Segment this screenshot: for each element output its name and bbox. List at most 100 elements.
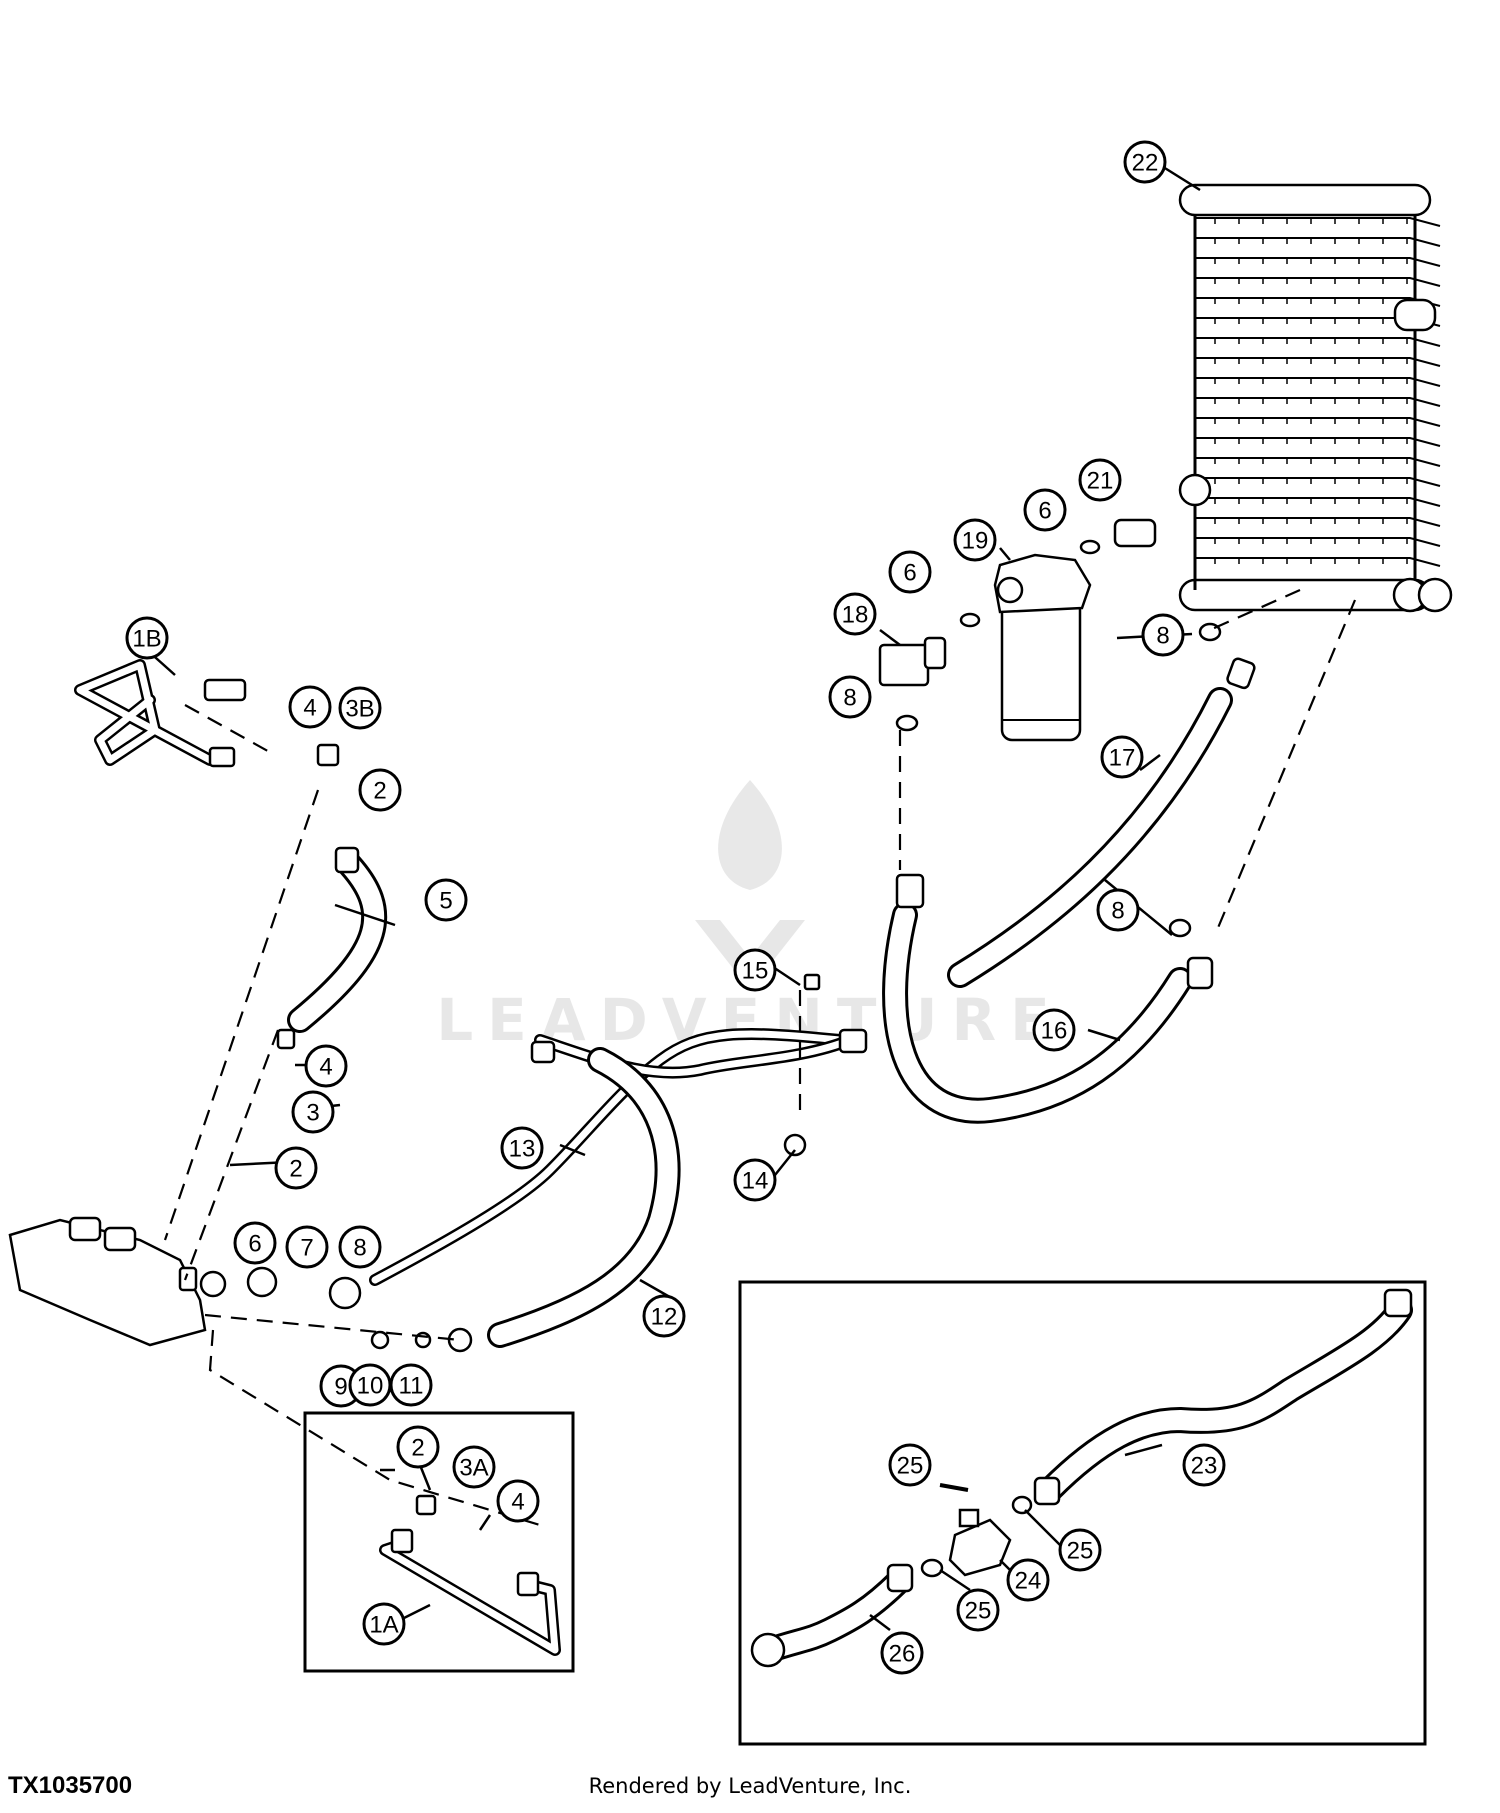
- callout-label: 6: [248, 1231, 261, 1258]
- callout-label: 17: [1109, 745, 1136, 772]
- callout-13: 13: [500, 1126, 544, 1170]
- watermark-text: LEADVENTURE: [436, 986, 1064, 1054]
- callout-label: 8: [843, 685, 856, 712]
- callout-6: 6: [1023, 488, 1067, 532]
- callout-label: 22: [1132, 150, 1159, 177]
- callout-12: 12: [642, 1294, 686, 1338]
- callout-label: 24: [1015, 1568, 1042, 1595]
- callout-circle: [233, 1221, 277, 1265]
- cooler-fin: [1195, 417, 1441, 427]
- callout-24: 24: [1006, 1558, 1050, 1602]
- callout-label: 12: [651, 1304, 678, 1331]
- callout-21: 21: [1078, 458, 1122, 502]
- callout-circle: [291, 1090, 335, 1134]
- callout-label: 2: [373, 778, 386, 805]
- callout-7: 7: [285, 1225, 329, 1269]
- callout-circle: [396, 1425, 440, 1469]
- cooler-fin: [1195, 497, 1441, 507]
- cooler-fin: [1195, 237, 1441, 247]
- callout-circle: [338, 686, 382, 730]
- callout-label: 25: [965, 1598, 992, 1625]
- cooler-fin: [1195, 557, 1441, 567]
- callout-22: 22: [1123, 140, 1167, 184]
- callout-circle: [833, 592, 877, 636]
- cooler-fin: [1195, 457, 1441, 467]
- cooler-fin: [1195, 477, 1441, 487]
- cooler-fin: [1195, 437, 1441, 447]
- callout-8: 8: [828, 675, 872, 719]
- leadventure-watermark: LEADVENTURE: [436, 780, 1064, 1054]
- callout-label: 18: [842, 602, 869, 629]
- callout-circle: [496, 1479, 540, 1523]
- callout-circle: [285, 1225, 329, 1269]
- callout-label: 8: [1156, 623, 1169, 650]
- callout-8: 8: [338, 1225, 382, 1269]
- callout-25: 25: [888, 1443, 932, 1487]
- callout-circle: [424, 878, 468, 922]
- callout-label: 2: [289, 1156, 302, 1183]
- callout-circle: [500, 1126, 544, 1170]
- callout-14: 14: [733, 1158, 777, 1202]
- callout-circle: [362, 1602, 406, 1646]
- callout-label: 19: [962, 528, 989, 555]
- footer-credit: Rendered by LeadVenture, Inc.: [588, 1774, 912, 1798]
- callout-2: 2: [396, 1425, 440, 1469]
- callout-label: 11: [399, 1373, 424, 1400]
- hoses: [276, 657, 1256, 1353]
- callout-16: 16: [1032, 1008, 1076, 1052]
- inset-right-parts: [750, 1288, 1413, 1668]
- inset-box-left: [303, 1411, 575, 1673]
- callout-circle: [358, 768, 402, 812]
- callout-circle: [1182, 1443, 1226, 1487]
- control-valve-block: [8, 1216, 432, 1350]
- callout-circle: [338, 1225, 382, 1269]
- callout-circle: [828, 675, 872, 719]
- callout-label: 14: [742, 1168, 769, 1195]
- callout-circle: [125, 616, 169, 660]
- cooler-fin: [1195, 397, 1441, 407]
- cooler-fin: [1195, 277, 1441, 287]
- callout-label: 6: [903, 560, 916, 587]
- callout-label: 4: [303, 695, 316, 722]
- cooler-fin: [1195, 217, 1441, 227]
- callout-circle: [1023, 488, 1067, 532]
- callout-3a: 3A: [452, 1445, 496, 1489]
- callout-circle: [953, 518, 997, 562]
- callout-circle: [1006, 1558, 1050, 1602]
- callout-4: 4: [288, 685, 332, 729]
- callout-label: 26: [889, 1641, 916, 1668]
- callout-2: 2: [358, 768, 402, 812]
- cooler-fin: [1195, 537, 1441, 547]
- callout-label: 4: [511, 1489, 524, 1516]
- callout-8: 8: [1096, 888, 1140, 932]
- cooler-fin: [1195, 377, 1441, 387]
- callout-circle: [733, 948, 777, 992]
- callout-10: 10: [348, 1363, 392, 1407]
- callout-circle: [1058, 1528, 1102, 1572]
- callout-circle: [888, 1443, 932, 1487]
- callout-label: 25: [897, 1453, 924, 1480]
- callout-circle: [733, 1158, 777, 1202]
- callout-circle: [888, 550, 932, 594]
- callout-3: 3: [291, 1090, 335, 1134]
- callout-8: 8: [1141, 613, 1185, 657]
- callout-label: 21: [1087, 468, 1114, 495]
- callout-6: 6: [888, 550, 932, 594]
- callout-label: 5: [439, 888, 452, 915]
- inset-box-right: [738, 1280, 1427, 1746]
- callout-label: 6: [1038, 498, 1051, 525]
- callout-circle: [1096, 888, 1140, 932]
- callout-25: 25: [1058, 1528, 1102, 1572]
- callout-26: 26: [880, 1631, 924, 1675]
- callout-label: 7: [300, 1235, 313, 1262]
- dashed-connections: [163, 588, 1357, 1527]
- callout-label: 2: [411, 1435, 424, 1462]
- callout-label: 3B: [345, 696, 374, 723]
- filter-assembly: [878, 518, 1222, 938]
- cooler-fin: [1195, 357, 1441, 367]
- callout-label: 3: [306, 1100, 319, 1127]
- callout-label: 3A: [459, 1455, 488, 1482]
- inset-left-parts: [379, 1464, 561, 1656]
- oil-cooler: [1178, 183, 1453, 613]
